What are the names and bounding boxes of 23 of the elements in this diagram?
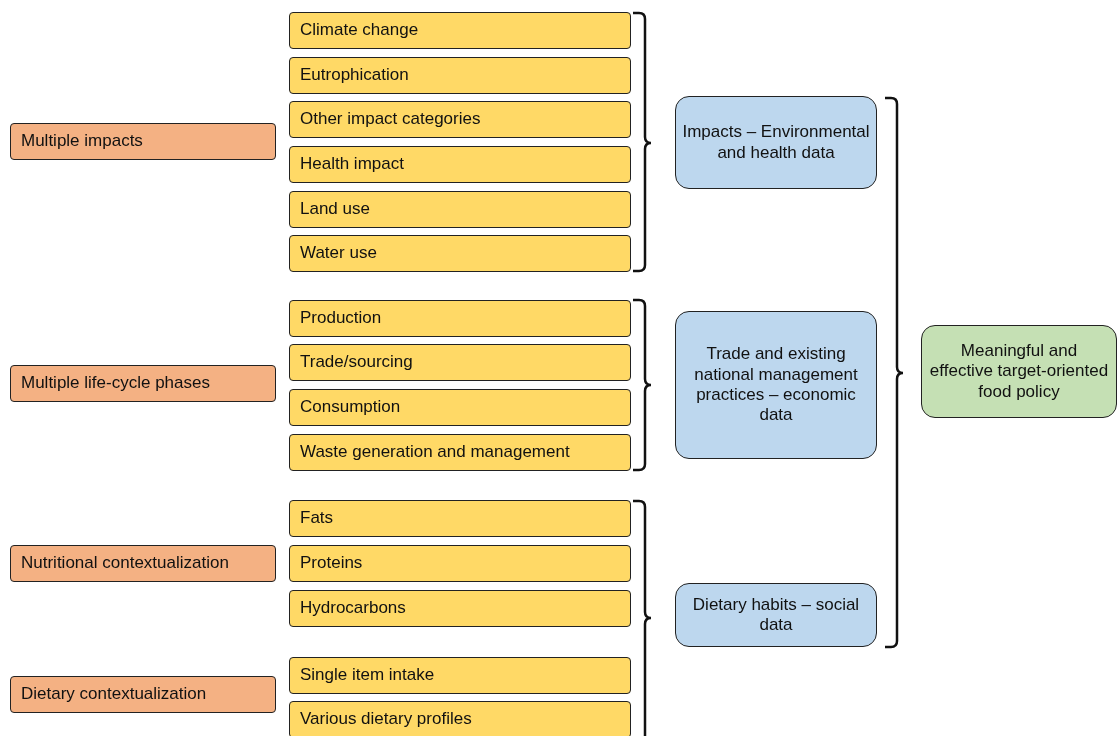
category-box: Multiple impacts: [10, 123, 276, 160]
category-box: Nutritional contextualization: [10, 545, 276, 582]
category-box: Dietary contextualization: [10, 676, 276, 713]
item-box: Eutrophication: [289, 57, 631, 94]
item-box: Water use: [289, 235, 631, 272]
item-box: Production: [289, 300, 631, 337]
data-box: Trade and existing national management practices – economic data: [675, 311, 877, 459]
item-box: Land use: [289, 191, 631, 228]
item-box: Consumption: [289, 389, 631, 426]
item-box: Other impact categories: [289, 101, 631, 138]
item-box: Proteins: [289, 545, 631, 582]
data-box: Dietary habits – social data: [675, 583, 877, 647]
item-box: Single item intake: [289, 657, 631, 694]
item-box: Hydrocarbons: [289, 590, 631, 627]
item-box: Health impact: [289, 146, 631, 183]
item-box: Climate change: [289, 12, 631, 49]
category-box: Multiple life-cycle phases: [10, 365, 276, 402]
data-box: Impacts – Environmental and health data: [675, 96, 877, 189]
item-box: Fats: [289, 500, 631, 537]
item-box: Various dietary profiles: [289, 701, 631, 736]
item-box: Trade/sourcing: [289, 344, 631, 381]
outcome-box: Meaningful and effective target-oriented food policy: [921, 325, 1117, 418]
item-box: Waste generation and management: [289, 434, 631, 471]
